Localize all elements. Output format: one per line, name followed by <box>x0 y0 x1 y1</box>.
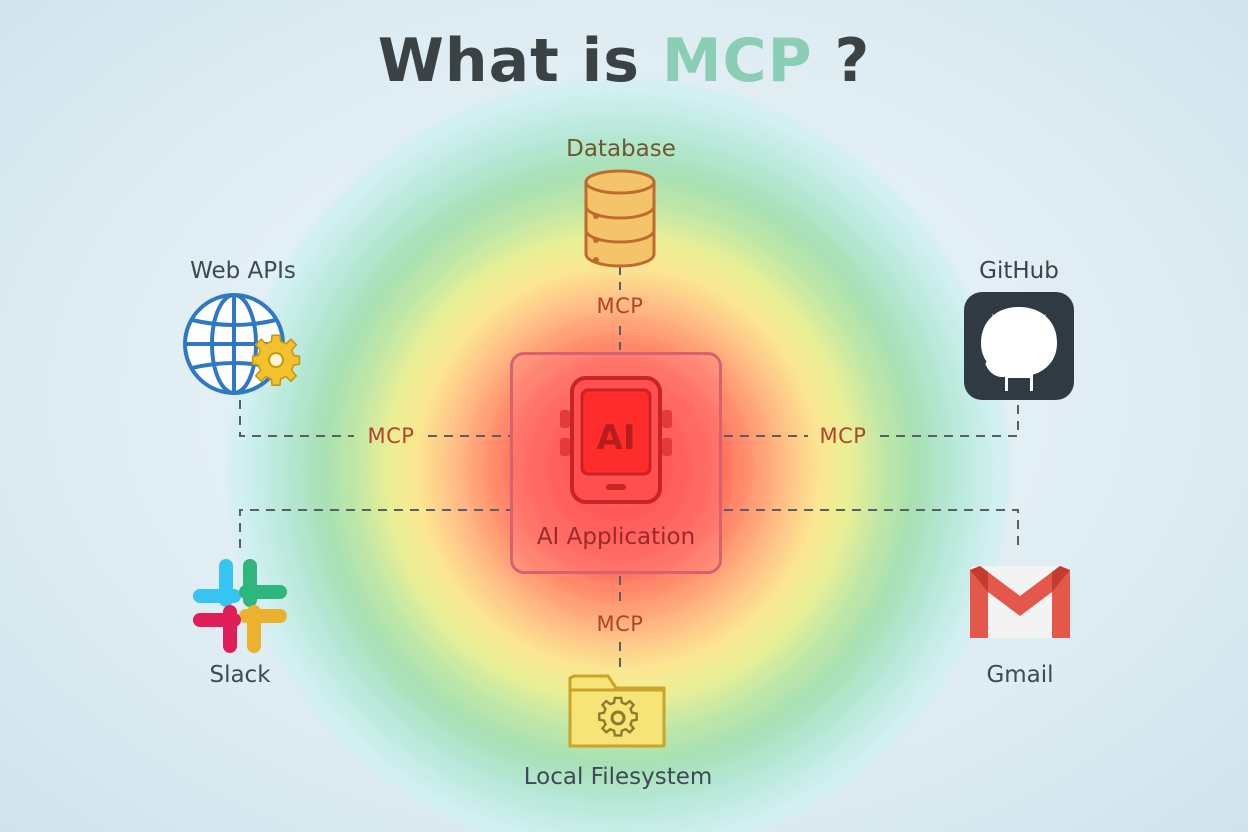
line-left-upper-a <box>239 400 354 437</box>
folder-gear-icon <box>568 674 666 748</box>
title-suffix: ? <box>812 26 871 96</box>
title-accent: MCP <box>661 26 813 96</box>
page-title: What is MCP ? <box>0 26 1248 96</box>
ai-application-label: AI Application <box>536 524 696 550</box>
gmail-label: Gmail <box>986 662 1054 688</box>
web-apis-label: Web APIs <box>190 258 296 284</box>
mcp-label-left: MCP <box>367 424 415 448</box>
slack-icon <box>193 559 287 653</box>
gmail-icon <box>970 566 1070 638</box>
database-icon <box>584 169 656 268</box>
local-filesystem-label: Local Filesystem <box>523 764 713 790</box>
github-label: GitHub <box>979 258 1059 284</box>
slack-label: Slack <box>209 662 271 688</box>
line-left-lower <box>239 509 510 548</box>
line-right-upper-b <box>880 402 1019 437</box>
ai-chip-icon <box>560 376 672 504</box>
mcp-label-bottom: MCP <box>596 612 644 636</box>
line-right-lower <box>724 509 1019 548</box>
ai-chip-text: AI <box>596 418 636 458</box>
database-label: Database <box>566 136 676 162</box>
title-prefix: What is <box>377 26 662 96</box>
globe-gear-icon <box>183 293 301 395</box>
mcp-label-top: MCP <box>596 294 644 318</box>
mcp-label-right: MCP <box>819 424 867 448</box>
github-icon <box>964 292 1074 400</box>
